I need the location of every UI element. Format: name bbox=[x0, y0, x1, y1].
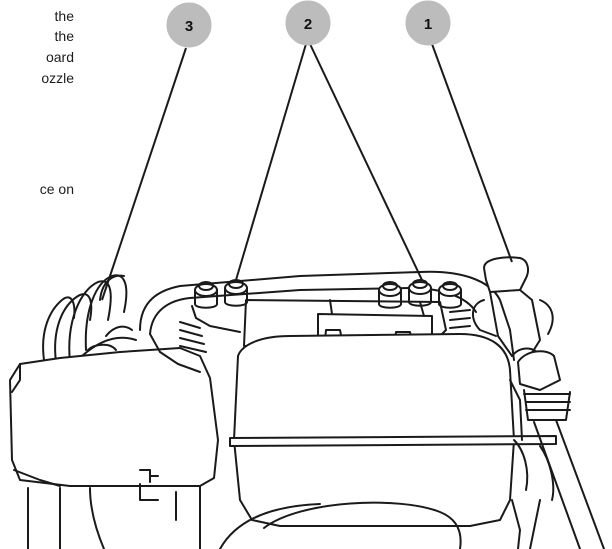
callout-label-2: 2 bbox=[304, 16, 312, 33]
left-housing bbox=[9, 343, 219, 549]
callout-1: 1 bbox=[405, 0, 451, 46]
callout-label-3: 3 bbox=[185, 18, 193, 35]
text-line-3: oard bbox=[45, 49, 74, 65]
leader-line-2b bbox=[309, 43, 423, 281]
port-left-2 bbox=[224, 279, 248, 307]
lance-holder bbox=[472, 256, 554, 357]
nozzle-coupling bbox=[513, 350, 605, 549]
text-line-4: ozzle bbox=[41, 70, 74, 86]
leader-line-3 bbox=[101, 47, 187, 301]
port-right-3 bbox=[438, 281, 462, 309]
port-right-2 bbox=[408, 279, 432, 307]
callout-2: 2 bbox=[285, 0, 331, 46]
port-left-1 bbox=[194, 281, 218, 309]
text-line-2: the bbox=[54, 28, 74, 44]
text-line-5: ce on bbox=[39, 181, 74, 197]
callout-label-1: 1 bbox=[424, 16, 432, 33]
center-cover bbox=[219, 333, 557, 549]
leader-line-2a bbox=[235, 43, 307, 281]
right-housing bbox=[509, 379, 541, 549]
leader-line-1 bbox=[431, 43, 513, 263]
leader-lines bbox=[101, 43, 513, 301]
connector-ports bbox=[194, 279, 462, 309]
callout-3: 3 bbox=[166, 2, 212, 48]
cropped-text-column: the the oard ozzle ce on bbox=[0, 6, 74, 226]
port-right-1 bbox=[378, 281, 402, 309]
text-line-1: the bbox=[54, 8, 74, 24]
